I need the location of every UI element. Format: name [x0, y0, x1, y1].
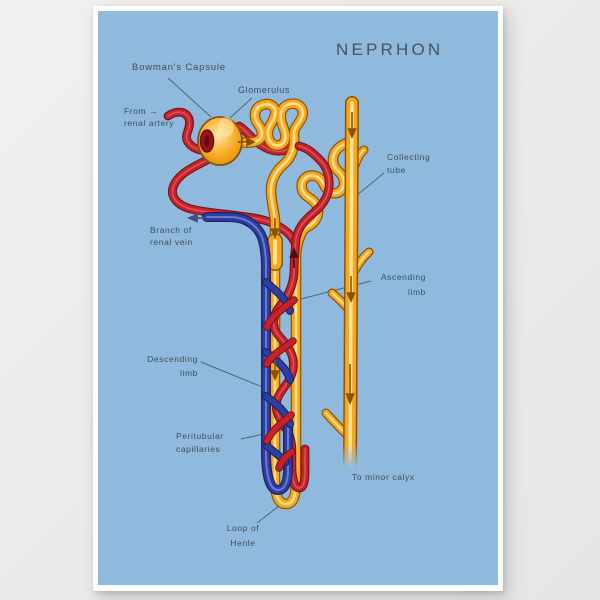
ball-highlight: [218, 117, 234, 137]
flow-arrow-down-collecting-3: [345, 364, 355, 406]
flow-arrow-right: [238, 137, 256, 147]
label-ascending-limb: Ascending limb: [380, 272, 426, 297]
label-descending-limb: Descending limb: [147, 354, 198, 378]
label-glomerulus: Glomerulus: [238, 85, 291, 95]
label-bowmans-capsule: Bowman's Capsule: [132, 62, 226, 73]
flow-arrow-down-collecting-1: [347, 112, 357, 139]
vein-flow-arrow-left: [187, 213, 205, 223]
flow-arrow-down-descending-2: [270, 360, 280, 381]
flow-arrows: [187, 112, 357, 406]
label-line-collecting-tube: [355, 172, 385, 197]
label-to-minor-calyx: To minor calyx: [352, 472, 415, 482]
label-line-bowmans-capsule: [167, 77, 212, 118]
label-line-glomerulus: [229, 97, 253, 119]
glomerulus-ball: [197, 116, 243, 166]
collecting-tube-fade: [333, 443, 371, 479]
flow-arrow-down-descending: [270, 218, 280, 239]
flow-arrow-down-collecting-2: [346, 276, 356, 303]
label-from-renal-artery: From → renal artery: [124, 106, 175, 128]
label-loop-of-henle: Loop of Henle: [226, 523, 260, 548]
label-branch-of-renal-vein: Branch of renal vein: [150, 225, 193, 247]
poster-title: NEPRHON: [336, 40, 444, 59]
flow-arrow-up-capillary: [289, 247, 299, 268]
label-peritubular-capillaries: Peritubular capillaries: [176, 431, 224, 454]
label-collecting-tube: Collecting tube: [387, 152, 431, 175]
